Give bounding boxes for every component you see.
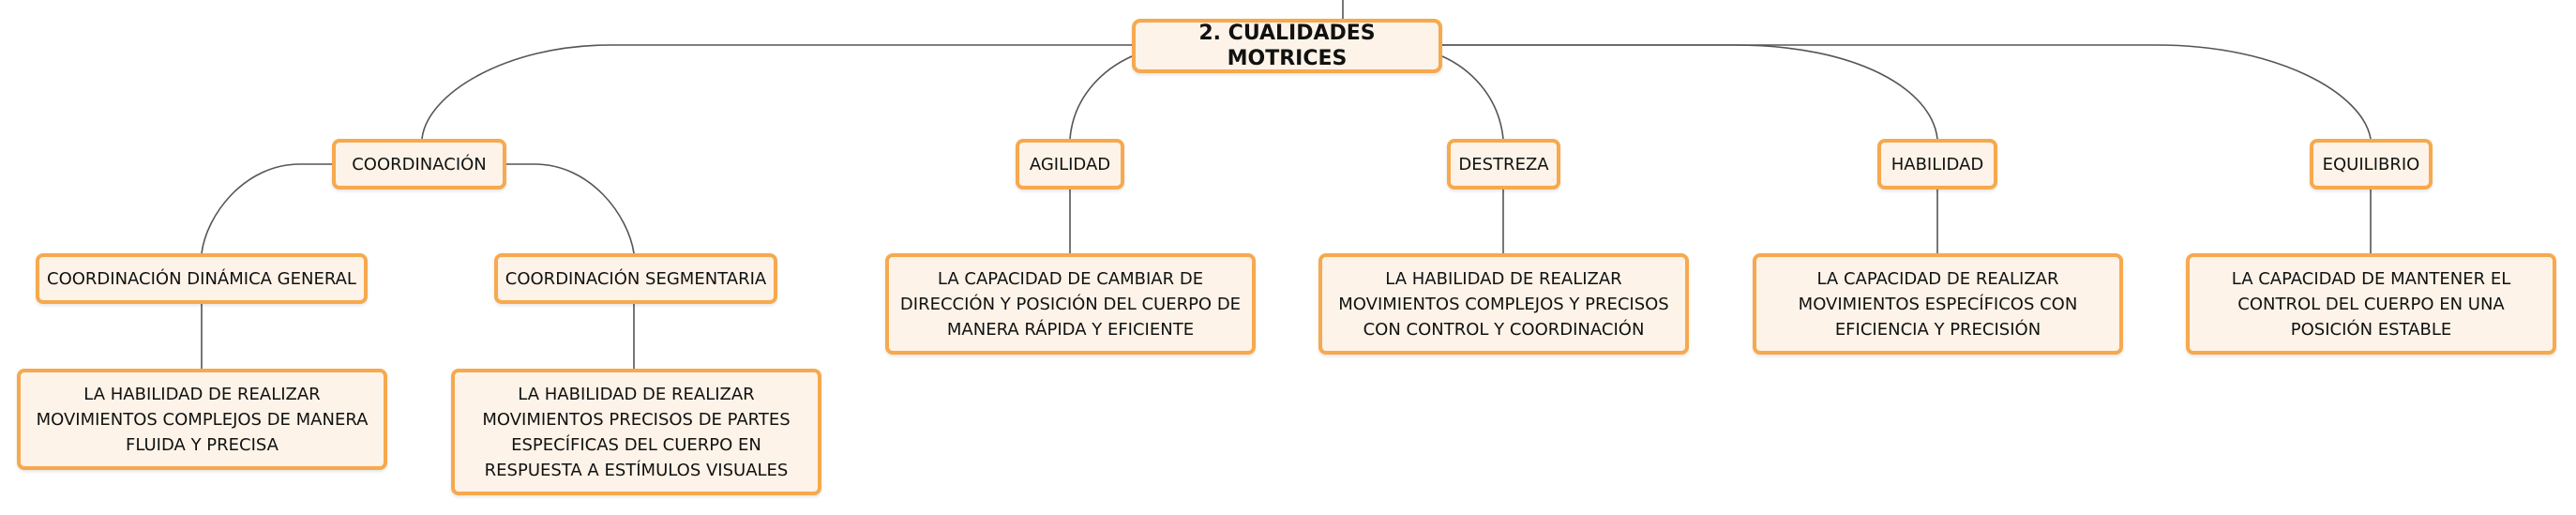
definition-destreza-text: LA HABILIDAD DE REALIZAR MOVIMIENTOS COM…	[1338, 268, 1669, 340]
definition-segmentaria[interactable]: LA HABILIDAD DE REALIZAR MOVIMIENTOS PRE…	[451, 369, 821, 495]
root-node[interactable]: 2. CUALIDADES MOTRICES	[1132, 19, 1442, 73]
connector-root-coordinacion	[421, 44, 1132, 140]
connector-root-habilidad	[1442, 44, 1938, 140]
root-label: 2. CUALIDADES MOTRICES	[1198, 22, 1376, 70]
definition-segmentaria-text: LA HABILIDAD DE REALIZAR MOVIMIENTOS PRE…	[482, 384, 791, 480]
branch-equilibrio[interactable]: EQUILIBRIO	[2310, 139, 2433, 189]
connector-root-equilibrio	[1442, 44, 2372, 140]
definition-habilidad-text: LA CAPACIDAD DE REALIZAR MOVIMIENTOS ESP…	[1798, 268, 2078, 340]
sub-branch-segmentaria[interactable]: COORDINACIÓN SEGMENTARIA	[494, 253, 777, 304]
sub-branch-dinamica-general[interactable]: COORDINACIÓN DINÁMICA GENERAL	[36, 253, 368, 304]
branch-agilidad-label: AGILIDAD	[1029, 154, 1111, 174]
definition-destreza[interactable]: LA HABILIDAD DE REALIZAR MOVIMIENTOS COM…	[1318, 253, 1689, 355]
definition-agilidad[interactable]: LA CAPACIDAD DE CAMBIAR DE DIRECCIÓN Y P…	[885, 253, 1256, 355]
connector-root-agilidad	[1069, 55, 1133, 140]
branch-destreza-label: DESTREZA	[1458, 154, 1549, 174]
definition-agilidad-text: LA CAPACIDAD DE CAMBIAR DE DIRECCIÓN Y P…	[899, 268, 1242, 340]
definition-equilibrio-text: LA CAPACIDAD DE MANTENER EL CONTROL DEL …	[2231, 268, 2511, 340]
definition-dinamica-general-text: LA HABILIDAD DE REALIZAR MOVIMIENTOS COM…	[36, 384, 369, 455]
branch-coordinacion[interactable]: COORDINACIÓN	[332, 139, 506, 189]
branch-coordinacion-label: COORDINACIÓN	[352, 154, 487, 174]
sub-branch-segmentaria-label: COORDINACIÓN SEGMENTARIA	[505, 268, 767, 289]
branch-habilidad[interactable]: HABILIDAD	[1877, 139, 1997, 189]
branch-destreza[interactable]: DESTREZA	[1447, 139, 1560, 189]
connector-root-destreza	[1441, 55, 1504, 140]
branch-equilibrio-label: EQUILIBRIO	[2322, 154, 2420, 174]
definition-habilidad[interactable]: LA CAPACIDAD DE REALIZAR MOVIMIENTOS ESP…	[1753, 253, 2123, 355]
definition-dinamica-general[interactable]: LA HABILIDAD DE REALIZAR MOVIMIENTOS COM…	[17, 369, 387, 470]
definition-equilibrio[interactable]: LA CAPACIDAD DE MANTENER EL CONTROL DEL …	[2186, 253, 2556, 355]
sub-branch-dinamica-general-label: COORDINACIÓN DINÁMICA GENERAL	[47, 268, 356, 289]
branch-agilidad[interactable]: AGILIDAD	[1016, 139, 1124, 189]
branch-habilidad-label: HABILIDAD	[1891, 154, 1984, 174]
connector-coordinacion-dinamica	[201, 163, 333, 254]
connector-coordinacion-segmentaria	[506, 163, 635, 254]
